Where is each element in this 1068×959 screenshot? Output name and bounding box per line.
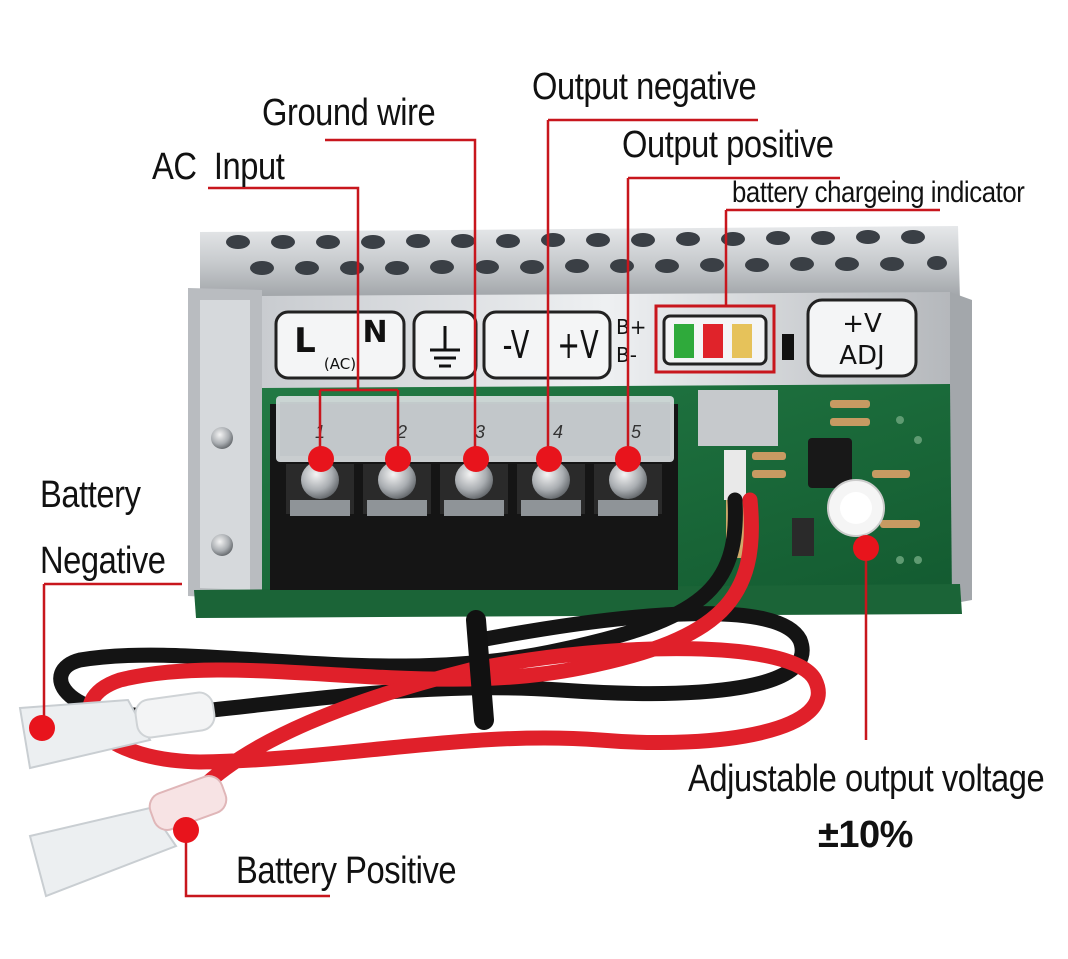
label-battery-negative-line2: Negative xyxy=(40,540,166,582)
plus-v-label: +V xyxy=(557,322,599,367)
indicator-led-red xyxy=(703,324,723,358)
label-ac-input: AC Input xyxy=(152,146,285,188)
adj-plus-v-label: +V xyxy=(842,309,882,339)
battery-positive-connector xyxy=(28,775,228,898)
marker-terminal-2 xyxy=(385,446,411,472)
led-window xyxy=(782,334,794,360)
callout-line-battery-positive xyxy=(184,834,330,898)
callout-line-ac-input xyxy=(208,186,360,390)
marker-terminal-4 xyxy=(536,446,562,472)
terminal-number-5: 5 xyxy=(631,422,642,442)
terminal-number-2: 2 xyxy=(396,422,407,442)
ac-terminal-box xyxy=(274,310,406,380)
battery-minus-label: B- xyxy=(616,343,637,367)
marker-battery-positive xyxy=(173,817,199,843)
ground-symbol-icon xyxy=(430,326,460,368)
marker-terminal-3 xyxy=(463,446,489,472)
battery-plus-label: B+ xyxy=(616,315,646,339)
label-charging-indicator: battery chargeing indicator xyxy=(732,176,1025,209)
label-battery-negative-line1: Battery xyxy=(40,474,141,516)
label-output-negative: Output negative xyxy=(532,66,757,108)
terminal-screws xyxy=(286,461,662,516)
label-adjustable-range: ±10% xyxy=(818,814,913,856)
terminal-number-3: 3 xyxy=(475,422,485,442)
callout-line-ground xyxy=(325,138,477,458)
terminal-number-4: 4 xyxy=(553,422,563,442)
adj-label: ADJ xyxy=(839,341,884,371)
label-ground-wire: Ground wire xyxy=(262,92,436,134)
marker-adjust-pot xyxy=(853,535,879,561)
callout-lines xyxy=(42,118,940,898)
live-label: L xyxy=(294,321,316,361)
marker-terminal-1 xyxy=(308,446,334,472)
battery-cables xyxy=(53,492,826,798)
label-battery-positive: Battery Positive xyxy=(236,850,457,892)
label-adjustable-voltage: Adjustable output voltage xyxy=(688,758,1045,800)
indicator-led-green xyxy=(674,324,694,358)
marker-terminal-5 xyxy=(615,446,641,472)
battery-negative-connector xyxy=(18,691,216,770)
indicator-box xyxy=(654,304,776,374)
front-panel-markings: L N (AC) -V +V B+ B- +V ADJ xyxy=(274,298,918,380)
label-output-positive: Output positive xyxy=(622,124,834,166)
callout-markers xyxy=(29,446,879,843)
neutral-label: N xyxy=(362,315,387,350)
ac-label: (AC) xyxy=(324,355,356,373)
minus-v-label: -V xyxy=(503,322,530,367)
indicator-led-yellow xyxy=(732,324,752,358)
adj-box xyxy=(806,298,918,378)
marker-battery-negative xyxy=(29,715,55,741)
